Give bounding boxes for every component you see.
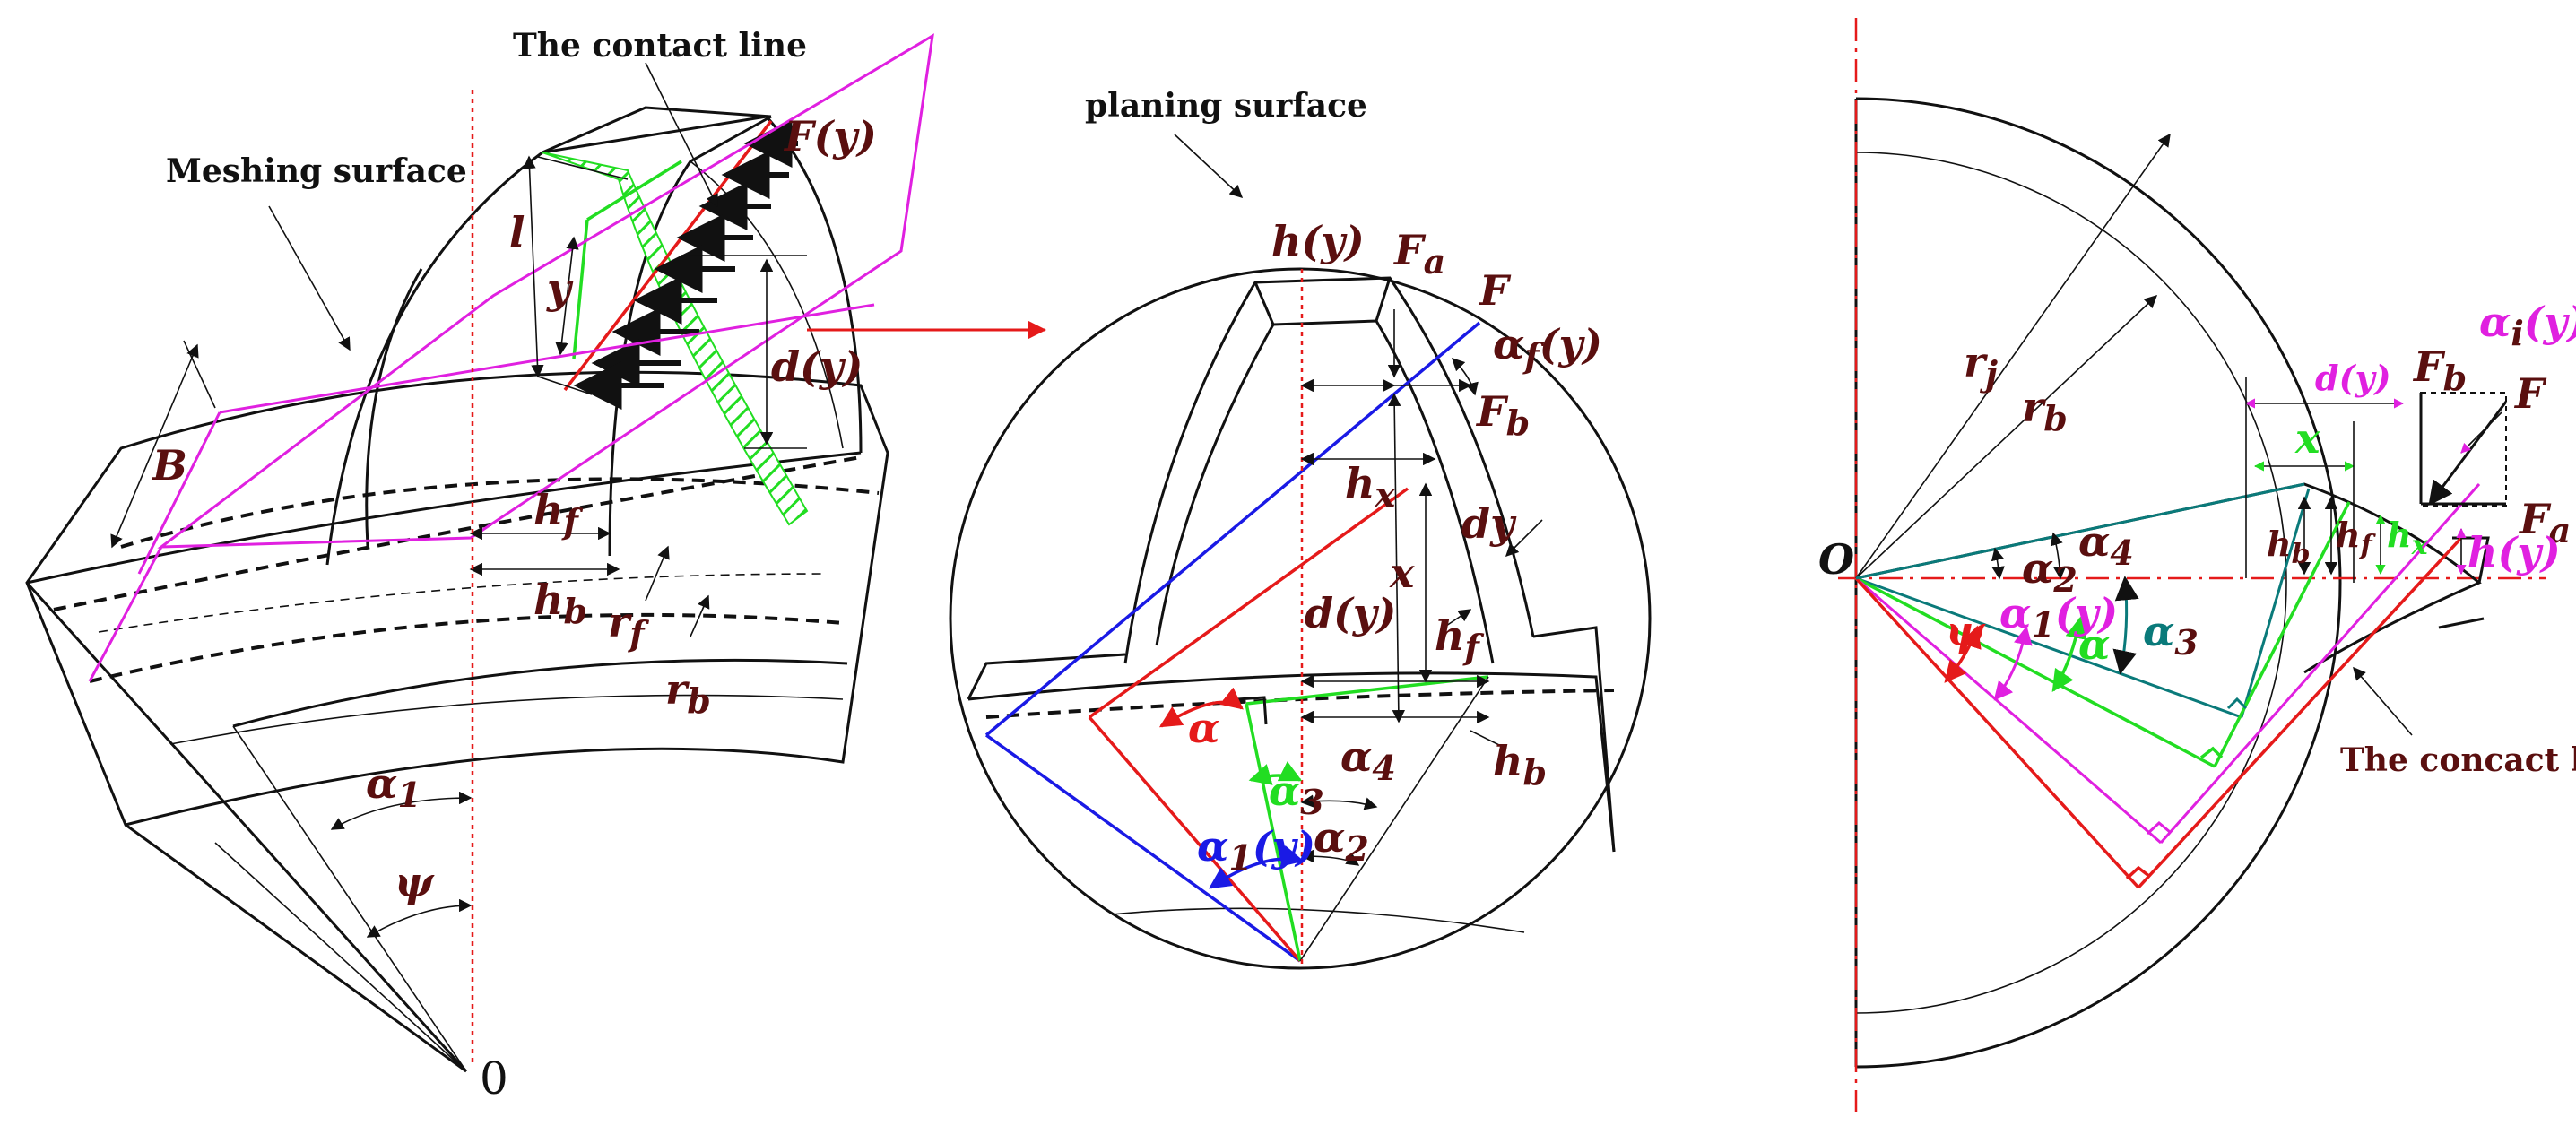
label-alpha-f-y: αf(y)	[1493, 320, 1602, 376]
label-h-b-mid: hb	[1493, 737, 1547, 793]
label-h-b-left: hb	[533, 576, 587, 631]
label-dy: dy	[1461, 499, 1517, 548]
middle-panel	[949, 134, 1652, 970]
label-h-f-mid: hf	[1435, 611, 1484, 667]
label-d-y-left: d(y)	[771, 342, 863, 391]
label-alpha-1-y-right: α1(y)	[1999, 589, 2118, 645]
label-planing-surface: planing surface	[1085, 87, 1367, 125]
label-F-right: F	[2513, 369, 2547, 418]
label-h-x-right: hx	[2387, 515, 2429, 561]
label-alpha-i-y: αi(y)	[2479, 298, 2576, 353]
label-psi: ψ	[395, 858, 435, 906]
label-alpha-3-mid: α3	[1269, 767, 1324, 822]
label-alpha-1: α1	[366, 759, 421, 815]
label-h-f-left: hf	[533, 486, 583, 541]
label-h-b-right: hb	[2267, 524, 2311, 570]
label-h-f-right: hf	[2336, 515, 2377, 561]
label-alpha-3-right: α3	[2143, 607, 2199, 663]
label-contact-line: The contact line	[513, 27, 807, 65]
label-r-b: rb	[665, 665, 711, 721]
label-d-y-mid: d(y)	[1305, 589, 1396, 637]
right-panel	[1838, 18, 2546, 1112]
text-labels: The contact line Meshing surface F(y) l …	[151, 27, 2576, 1104]
label-h-y-right: h(y)	[2468, 528, 2561, 576]
label-alpha-2-right: α2	[2022, 544, 2077, 600]
label-O: O	[1818, 535, 1854, 584]
label-r-f: rf	[608, 598, 649, 654]
label-meshing-surface: Meshing surface	[166, 152, 467, 190]
label-d-y-right: d(y)	[2315, 358, 2391, 398]
label-zero: 0	[480, 1052, 508, 1104]
label-F-a-right: Fa	[2518, 495, 2571, 550]
label-alpha-4-mid: α4	[1340, 732, 1396, 788]
label-psi-right: ψ	[1946, 607, 1986, 655]
label-y: y	[546, 264, 574, 313]
label-alpha-4-right: α4	[2078, 517, 2134, 573]
label-alpha-right: α	[2078, 620, 2110, 669]
label-r-j: rj	[1964, 338, 1998, 394]
label-F-a-mid: Fa	[1392, 226, 1445, 282]
label-alpha-mid: α	[1188, 704, 1219, 752]
label-F-b-mid: Fb	[1475, 387, 1530, 443]
label-h-x-mid: hx	[1345, 459, 1396, 515]
left-panel	[25, 33, 934, 1073]
zoom-circle	[949, 267, 1652, 970]
label-B: B	[151, 441, 187, 489]
label-alpha-2-mid: α2	[1314, 813, 1369, 869]
label-F-y: F(y)	[783, 112, 877, 160]
label-x-right: x	[2294, 414, 2320, 463]
label-F-mid: F	[1478, 266, 1512, 315]
label-alpha-1-y-mid: α1(y)	[1197, 822, 1315, 878]
label-h-y-mid: h(y)	[1271, 217, 1365, 265]
label-l: l	[509, 208, 525, 256]
label-F-b-right: Fb	[2412, 342, 2467, 398]
label-concact-line: The concact line	[2340, 741, 2576, 779]
label-x: x	[1389, 549, 1415, 597]
label-r-b-right: rb	[2022, 383, 2068, 438]
